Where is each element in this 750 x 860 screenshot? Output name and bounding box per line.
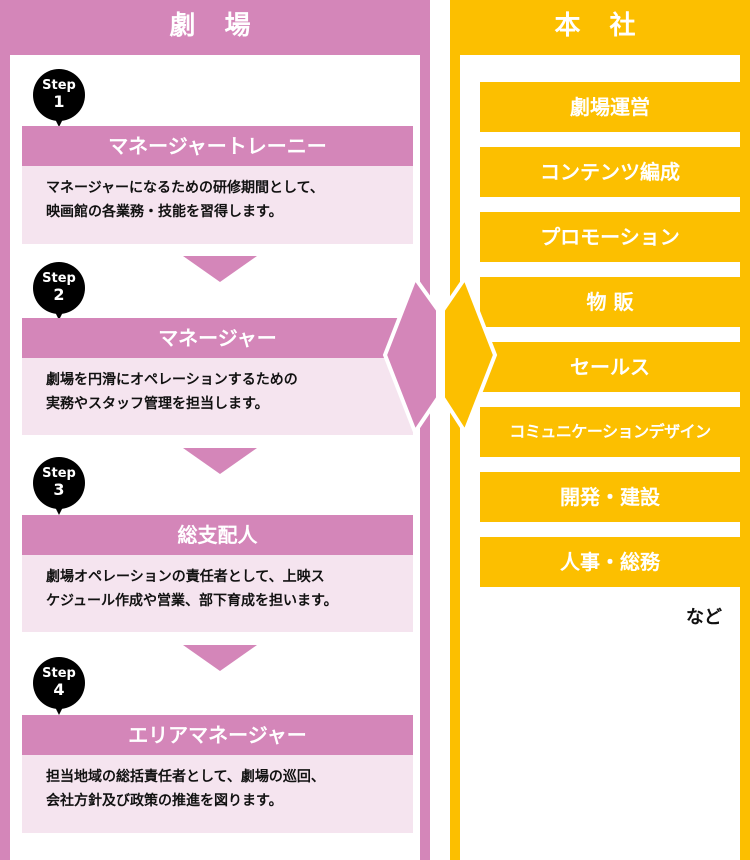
down-arrow-icon: [183, 645, 257, 671]
desc-line: 劇場を円滑にオペレーションするための: [46, 372, 298, 388]
hq-item: 開発・建設: [480, 472, 740, 522]
step-number: 1: [53, 92, 65, 111]
step-label: Step: [42, 666, 76, 681]
theater-heading: 劇 場: [169, 11, 261, 41]
hq-item: セールス: [480, 342, 740, 392]
step-desc-4: 担当地域の総括責任者として、劇場の巡回、会社方針及び政策の推進を図ります。: [22, 755, 413, 833]
desc-line: 劇場オペレーションの責任者として、上映ス: [46, 569, 325, 585]
step-label: Step: [42, 78, 76, 93]
step-desc-3: 劇場オペレーションの責任者として、上映スケジュール作成や営業、部下育成を担います…: [22, 555, 413, 632]
desc-line: 映画館の各業務・技能を習得します。: [46, 204, 283, 220]
hq-panel: 劇場運営 コンテンツ編成 プロモーション 物 販 セールス コミュニケーションデ…: [460, 55, 740, 860]
step-desc-2: 劇場を円滑にオペレーションするための実務やスタッフ管理を担当します。: [22, 358, 413, 435]
down-arrow-icon: [183, 256, 257, 282]
yellow-strip: [450, 403, 460, 443]
step-number: 3: [53, 480, 65, 499]
step-number: 2: [53, 285, 65, 304]
etc-label: など: [686, 607, 722, 628]
desc-line: マネージャーになるための研修期間として、: [46, 180, 324, 196]
step-title-1: マネージャートレーニー: [22, 126, 413, 166]
step-title-4: エリアマネージャー: [22, 715, 413, 755]
step-label: Step: [42, 271, 76, 286]
hq-item: プロモーション: [480, 212, 740, 262]
step-label: Step: [42, 466, 76, 481]
hq-item: 劇場運営: [480, 82, 740, 132]
desc-line: 会社方針及び政策の推進を図ります。: [46, 793, 283, 809]
desc-line: 実務やスタッフ管理を担当します。: [46, 396, 269, 412]
yellow-strip: [450, 240, 460, 307]
hq-item: コンテンツ編成: [480, 147, 740, 197]
desc-line: 担当地域の総括責任者として、劇場の巡回、: [46, 769, 325, 785]
hq-item: 物 販: [480, 277, 740, 327]
step-title-2: マネージャー: [22, 318, 413, 358]
hq-item: 人事・総務: [480, 537, 740, 587]
step-number: 4: [53, 680, 65, 699]
left-arrow-icon: [382, 273, 440, 437]
desc-line: ケジュール作成や営業、部下育成を担います。: [46, 593, 338, 609]
step-title-3: 総支配人: [22, 515, 413, 555]
hq-heading: 本 社: [554, 11, 646, 41]
right-arrow-icon: [441, 273, 498, 437]
step-desc-1: マネージャーになるための研修期間として、映画館の各業務・技能を習得します。: [22, 166, 413, 244]
pink-strip: [420, 240, 430, 307]
headquarters-column: 本 社 劇場運営 コンテンツ編成 プロモーション 物 販 セールス コミュニケー…: [450, 0, 750, 860]
hq-item: コミュニケーションデザイン: [480, 407, 740, 457]
pink-strip: [420, 403, 430, 443]
down-arrow-icon: [183, 448, 257, 474]
